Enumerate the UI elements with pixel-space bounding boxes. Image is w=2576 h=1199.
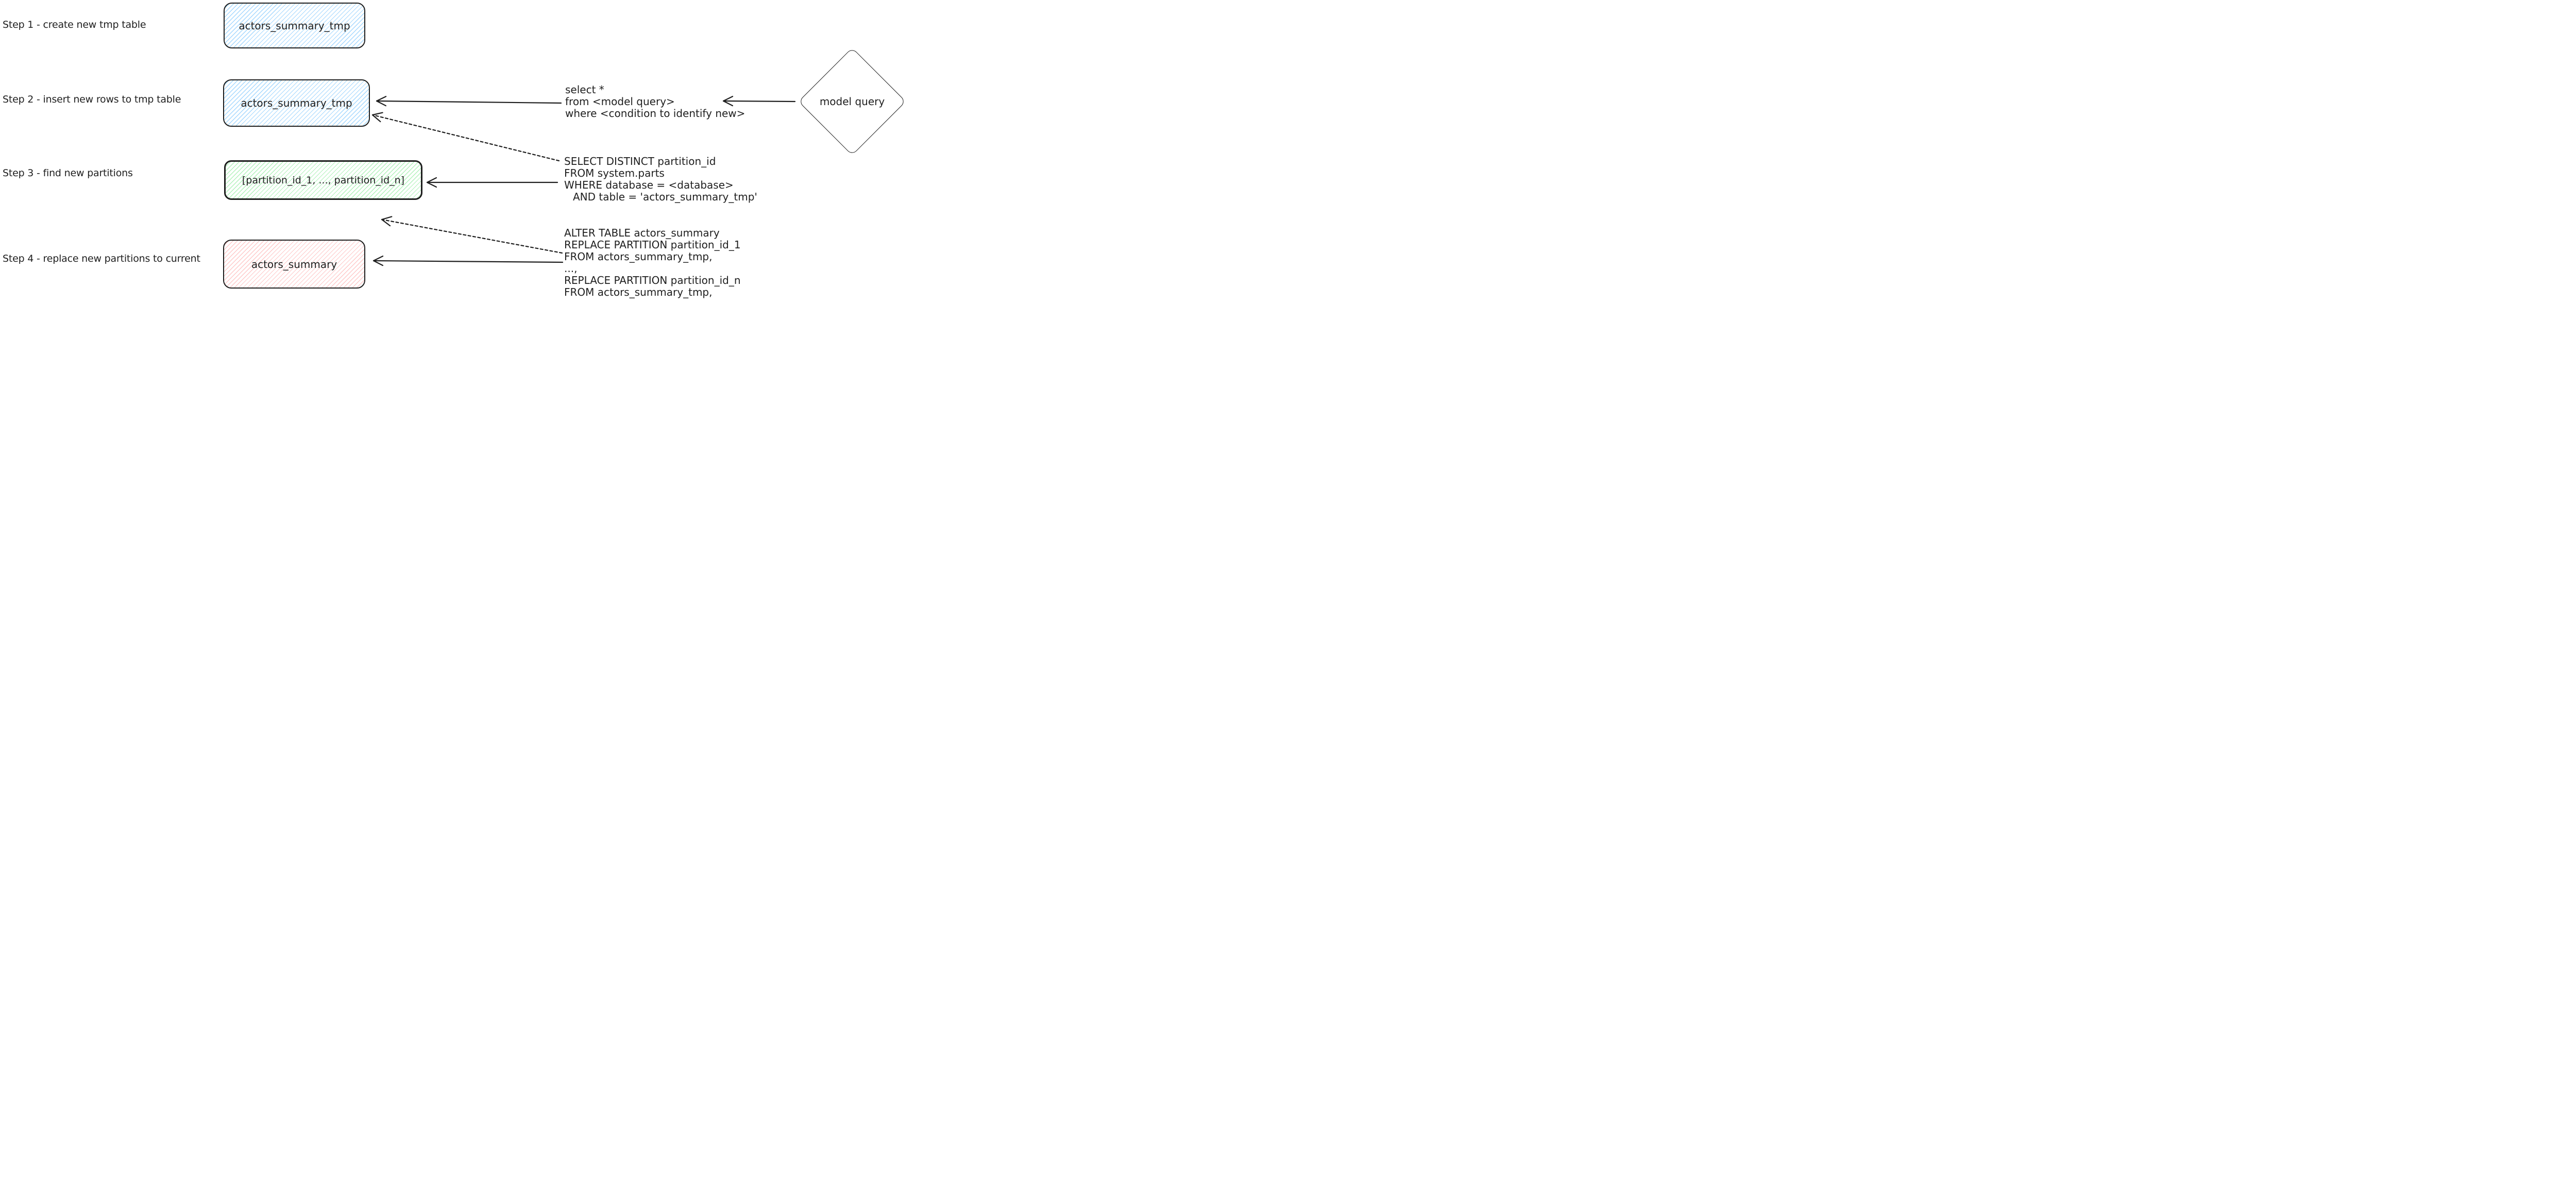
node-tmp-table-step2: actors_summary_tmp <box>223 79 370 127</box>
sql-insert-query: select * from <model query> where <condi… <box>565 84 745 120</box>
sql-line: FROM actors_summary_tmp, <box>564 250 713 263</box>
step4-label: Step 4 - replace new partitions to curre… <box>3 253 200 264</box>
diagram-canvas: Step 1 - create new tmp table Step 2 - i… <box>0 0 912 300</box>
sql-line: ALTER TABLE actors_summary <box>564 227 720 239</box>
node-tmp-table-step2-label: actors_summary_tmp <box>241 97 352 109</box>
sql-replace-partitions-query: ALTER TABLE actors_summary REPLACE PARTI… <box>564 227 741 298</box>
node-current-table: actors_summary <box>223 240 365 289</box>
dashed-arrow-partitions-sql-to-tmp-table <box>371 112 560 162</box>
node-tmp-table-step1-label: actors_summary_tmp <box>239 19 350 32</box>
node-partition-list-label: [partition_id_1, ..., partition_id_n] <box>242 174 405 186</box>
sql-line: FROM actors_summary_tmp, <box>564 286 713 298</box>
sql-line: from <model query> <box>565 95 675 108</box>
sql-line: ..., <box>564 262 578 275</box>
arrow-replace-sql-to-current-table <box>372 256 564 266</box>
sql-line: select * <box>565 83 604 96</box>
dashed-arrow-replace-sql-to-partitions-list <box>381 216 563 254</box>
sql-line: where <condition to identify new> <box>565 107 745 120</box>
sql-line: SELECT DISTINCT partition_id <box>564 155 716 167</box>
step3-label: Step 3 - find new partitions <box>3 167 133 179</box>
step2-label: Step 2 - insert new rows to tmp table <box>3 94 181 105</box>
node-model-query: model query <box>796 47 908 156</box>
sql-line: AND table = 'actors_summary_tmp' <box>573 191 757 203</box>
node-current-table-label: actors_summary <box>251 258 337 271</box>
sql-line: REPLACE PARTITION partition_id_n <box>564 274 741 286</box>
node-partition-list: [partition_id_1, ..., partition_id_n] <box>224 160 422 200</box>
node-model-query-label: model query <box>819 95 885 108</box>
sql-find-partitions-query: SELECT DISTINCT partition_id FROM system… <box>564 156 757 203</box>
sql-line: WHERE database = <database> <box>564 179 734 191</box>
sql-line: REPLACE PARTITION partition_id_1 <box>564 239 741 251</box>
step1-label: Step 1 - create new tmp table <box>3 19 146 30</box>
node-tmp-table-step1: actors_summary_tmp <box>224 3 365 48</box>
arrow-select-sql-to-tmp-table <box>376 96 562 107</box>
sql-line: FROM system.parts <box>564 167 665 179</box>
